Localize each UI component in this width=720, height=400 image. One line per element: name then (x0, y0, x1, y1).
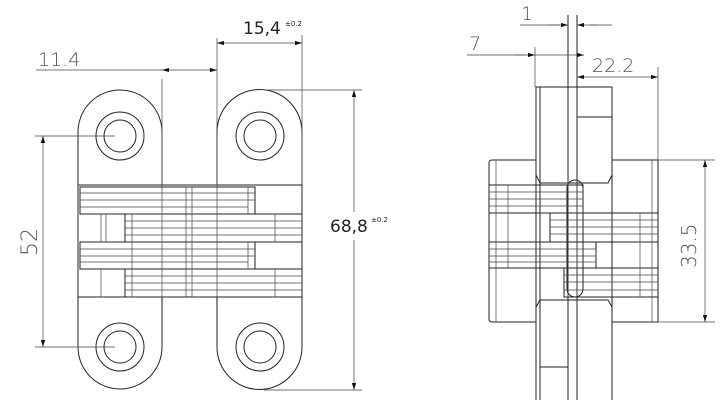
dim-hole-spacing-label: 52 (18, 228, 43, 256)
dim-height-tolerance: ±0.2 (371, 216, 388, 224)
dim-height-label: 68,8 (330, 217, 368, 237)
dim-offset-label: 7 (469, 33, 481, 55)
dim-side-gap-label: 1 (521, 3, 533, 25)
pivot-slot (566, 179, 584, 298)
front-view: 11.4 15,4 ±0.2 68,8 ±0.2 52 (18, 19, 388, 391)
knuckle-links (77, 184, 303, 298)
side-dimension-lines (467, 22, 715, 323)
dimension-lines (35, 35, 362, 391)
side-links (488, 160, 659, 322)
side-view: 1 7 22.2 33.5 (467, 3, 715, 400)
dim-gap-label: 11.4 (38, 49, 80, 71)
dim-plate-width-label: 15,4 (243, 19, 281, 39)
right-plate (216, 89, 303, 390)
plate-side (535, 86, 613, 400)
dim-body-height-label: 33.5 (677, 223, 701, 268)
dim-plate-width-tolerance: ±0.2 (285, 20, 302, 28)
dim-depth-label: 22.2 (592, 55, 634, 77)
left-plate (77, 89, 163, 390)
